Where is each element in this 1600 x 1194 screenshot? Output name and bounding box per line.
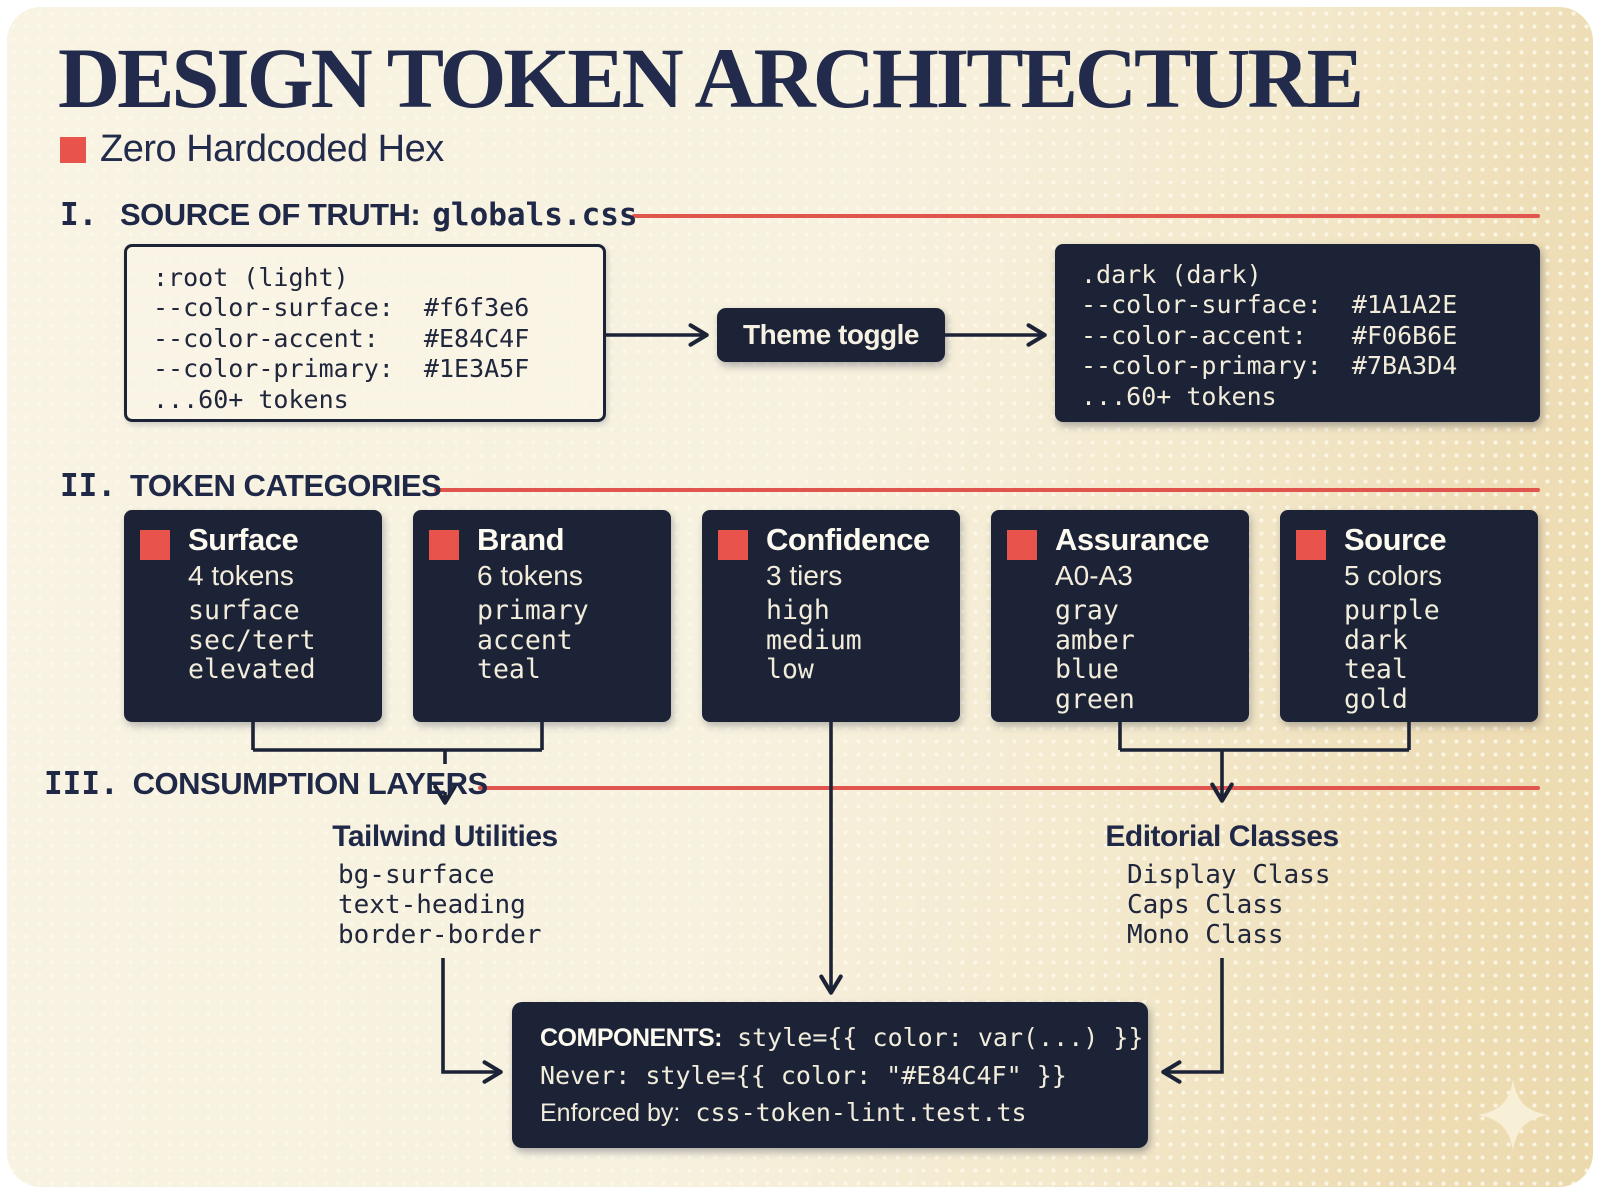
category-item: surface bbox=[188, 595, 300, 626]
arrow-tailwind-to-components bbox=[441, 958, 503, 1084]
category-title: Source bbox=[1344, 522, 1447, 557]
editorial-classes-list: Display Class Caps Class Mono Class bbox=[1127, 860, 1331, 950]
category-item: amber bbox=[1055, 624, 1135, 656]
category-box-assurance: Assurance A0-A3 gray amber blue green bbox=[991, 510, 1249, 722]
category-item: teal bbox=[477, 654, 541, 685]
category-box-source: Source 5 colors purple dark teal gold bbox=[1280, 510, 1538, 722]
category-bullet-icon bbox=[140, 530, 170, 560]
dark-theme-code-box: .dark (dark) --color-surface: #1A1A2E --… bbox=[1055, 244, 1540, 422]
category-bullet-icon bbox=[1296, 530, 1326, 560]
category-item: blue bbox=[1055, 654, 1119, 685]
category-title: Surface bbox=[188, 522, 299, 557]
category-item: gray bbox=[1055, 595, 1119, 626]
code-line: .dark (dark) bbox=[1081, 260, 1262, 289]
section2-label: TOKEN CATEGORIES bbox=[130, 468, 442, 503]
category-item: teal bbox=[1344, 654, 1408, 685]
category-item: green bbox=[1055, 683, 1135, 715]
tailwind-item: text-heading bbox=[338, 890, 526, 920]
category-item: sec/tert bbox=[188, 624, 316, 656]
bracket-assurance-source bbox=[1118, 722, 1411, 752]
section2-rule bbox=[434, 488, 1540, 492]
tailwind-utilities-list: bg-surface text-heading border-border bbox=[338, 860, 542, 950]
category-item: gold bbox=[1344, 683, 1408, 715]
components-lint-file: css-token-lint.test.ts bbox=[695, 1098, 1027, 1127]
section2-heading: II. TOKEN CATEGORIES bbox=[60, 468, 442, 504]
code-line: ...60+ tokens bbox=[1081, 381, 1277, 411]
editorial-item: Mono Class bbox=[1127, 920, 1284, 950]
category-title: Assurance bbox=[1055, 522, 1210, 557]
arrow-editorial-to-components bbox=[1161, 958, 1224, 1084]
section3-label: CONSUMPTION LAYERS bbox=[132, 766, 489, 801]
code-line: --color-accent: #E84C4F bbox=[153, 323, 530, 353]
components-enforced-label: Enforced by: bbox=[540, 1099, 681, 1127]
editorial-item: Display Class bbox=[1127, 860, 1331, 890]
subtitle-row: Zero Hardcoded Hex bbox=[60, 128, 444, 171]
components-never-line: Never: style={{ color: "#E84C4F" }} bbox=[540, 1061, 1067, 1090]
editorial-classes-heading: Editorial Classes bbox=[1105, 820, 1339, 853]
category-subtitle: 3 tiers bbox=[766, 560, 843, 591]
category-bullet-icon bbox=[429, 530, 459, 560]
section3-rule bbox=[478, 786, 1540, 790]
tailwind-item: bg-surface bbox=[338, 860, 495, 890]
section1-filename: globals.css bbox=[432, 197, 638, 233]
category-item: accent bbox=[477, 624, 573, 656]
category-subtitle: A0-A3 bbox=[1055, 560, 1133, 591]
components-code: style={{ color: var(...) }} bbox=[737, 1023, 1144, 1052]
light-theme-code-box: :root (light) --color-surface: #f6f3e6 -… bbox=[124, 244, 606, 422]
category-subtitle: 4 tokens bbox=[188, 560, 294, 591]
section1-heading: I. SOURCE OF TRUTH: globals.css bbox=[60, 197, 638, 233]
category-title: Brand bbox=[477, 522, 565, 557]
category-item: elevated bbox=[188, 654, 316, 685]
page-subtitle: Zero Hardcoded Hex bbox=[100, 128, 444, 170]
bracket-surface-brand bbox=[251, 722, 544, 764]
category-item: purple bbox=[1344, 595, 1440, 626]
category-subtitle: 5 colors bbox=[1344, 560, 1443, 591]
category-bullet-icon bbox=[718, 530, 748, 560]
section3-numeral: III. bbox=[44, 766, 119, 802]
tailwind-utilities-heading: Tailwind Utilities bbox=[332, 820, 558, 853]
editorial-item: Caps Class bbox=[1127, 890, 1284, 920]
section2-numeral: II. bbox=[60, 468, 116, 504]
category-item: low bbox=[766, 654, 814, 685]
category-item: primary bbox=[477, 595, 589, 626]
code-line: --color-surface: #1A1A2E bbox=[1081, 290, 1458, 320]
code-line: --color-primary: #1E3A5F bbox=[153, 354, 530, 384]
sparkle-icon bbox=[1477, 1079, 1549, 1151]
code-line: ...60+ tokens bbox=[153, 384, 349, 414]
category-title: Confidence bbox=[766, 522, 930, 557]
code-line: :root (light) bbox=[153, 263, 349, 292]
category-box-surface: Surface 4 tokens surface sec/tert elevat… bbox=[124, 510, 382, 722]
category-item: medium bbox=[766, 624, 862, 656]
category-box-brand: Brand 6 tokens primary accent teal bbox=[413, 510, 671, 722]
category-subtitle: 6 tokens bbox=[477, 560, 583, 591]
section3-heading: III. CONSUMPTION LAYERS bbox=[44, 766, 488, 802]
page-title: DESIGN TOKEN ARCHITECTURE bbox=[58, 30, 1364, 126]
section1-label: SOURCE OF TRUTH: bbox=[120, 197, 421, 232]
section1-numeral: I. bbox=[60, 197, 98, 233]
code-line: --color-primary: #7BA3D4 bbox=[1081, 351, 1458, 381]
category-item: high bbox=[766, 595, 830, 626]
tailwind-item: border-border bbox=[338, 920, 542, 950]
red-square-bullet-icon bbox=[60, 136, 86, 163]
category-item: dark bbox=[1344, 624, 1408, 656]
components-label: COMPONENTS: bbox=[540, 1024, 723, 1052]
code-line: --color-surface: #f6f3e6 bbox=[153, 293, 530, 323]
theme-toggle-button[interactable]: Theme toggle bbox=[717, 308, 945, 362]
category-bullet-icon bbox=[1007, 530, 1037, 560]
code-line: --color-accent: #F06B6E bbox=[1081, 320, 1458, 350]
category-box-confidence: Confidence 3 tiers high medium low bbox=[702, 510, 960, 722]
section1-rule bbox=[632, 214, 1540, 218]
components-rule-box: COMPONENTS: style={{ color: var(...) }} … bbox=[512, 1002, 1148, 1148]
